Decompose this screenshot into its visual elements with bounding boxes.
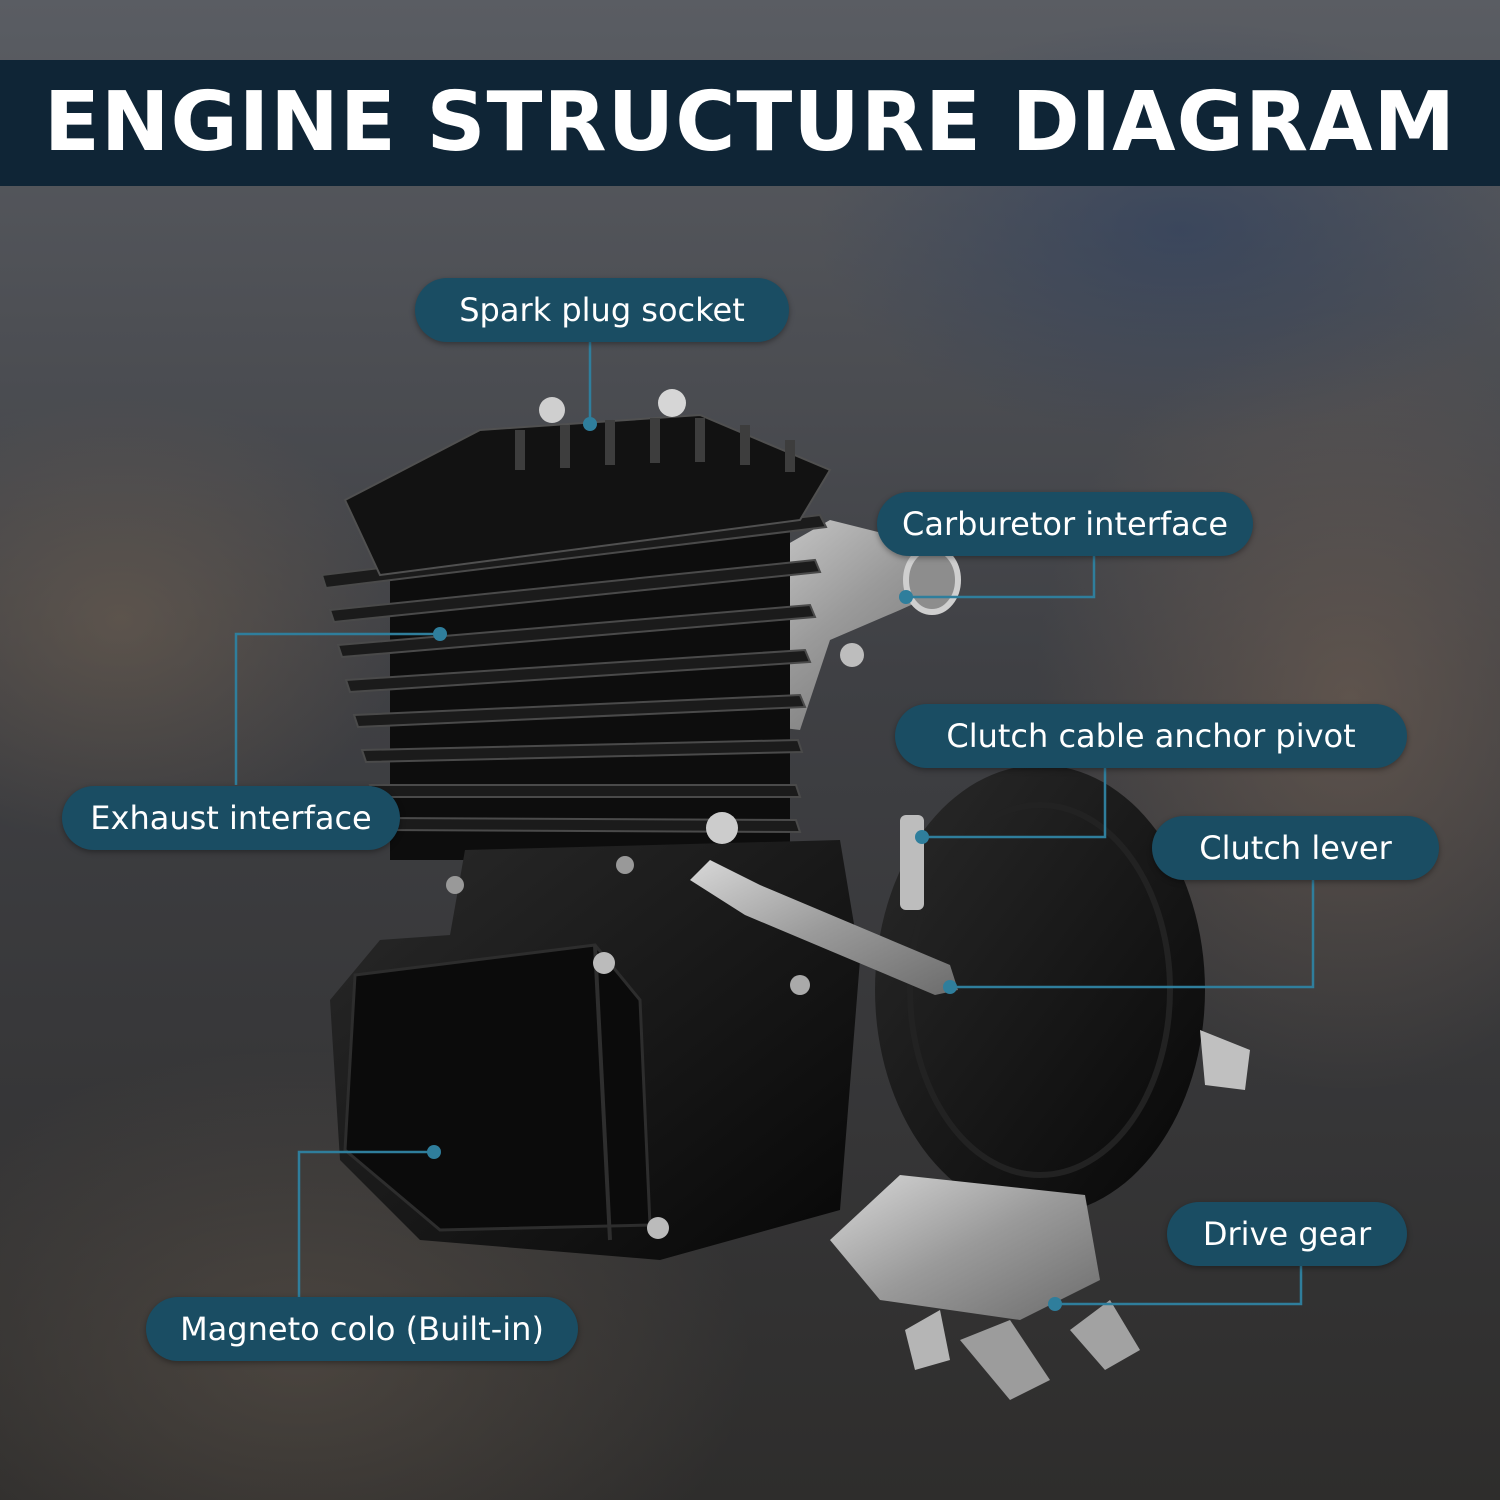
leader-line-magneto [297,1150,434,1298]
leader-line-clutch-lever [950,880,1315,989]
intake-bolt [840,643,864,667]
leader-line-carburetor [906,556,1096,599]
cover-screw [593,952,615,974]
cover-seam [593,944,612,1241]
title-bar: ENGINE STRUCTURE DIAGRAM [0,60,1500,186]
dot-drive-gear [1048,1297,1062,1311]
dot-magneto [427,1145,441,1159]
leader-dots [427,417,1062,1311]
mount-stud [960,1320,1050,1400]
dot-carburetor [899,590,913,604]
cover-screw [616,856,634,874]
label-magneto-coil: Magneto colo (Built-in) [146,1297,578,1361]
label-carburetor-interface: Carburetor interface [877,492,1253,556]
cylinder-head [343,413,832,577]
mount-stud [1070,1300,1140,1370]
label-spark-plug-socket: Spark plug socket [415,278,789,342]
dot-clutch-cable [915,830,929,844]
leader-lines [234,340,1315,1306]
carburetor-intake-opening [903,545,961,615]
cover-screw [446,876,464,894]
dot-clutch-lever [943,980,957,994]
clutch-cable-bolt [900,815,924,910]
lever-nut [706,812,738,844]
magneto-cover [343,943,652,1232]
dot-exhaust [433,627,447,641]
leader-line-exhaust [234,632,440,785]
dot-spark-plug [583,417,597,431]
clutch-housing-rim [907,802,1173,1178]
leader-line-clutch-cable [922,767,1107,839]
head-nut [658,389,686,417]
label-exhaust-interface: Exhaust interface [62,786,400,850]
label-drive-gear: Drive gear [1167,1202,1407,1266]
label-clutch-lever: Clutch lever [1152,816,1439,880]
clutch-lever-arm [690,860,958,995]
label-clutch-cable-anchor-pivot: Clutch cable anchor pivot [895,704,1407,768]
clutch-housing [875,765,1205,1215]
leader-line-drive-gear [1055,1266,1303,1306]
drive-bracket [1200,1030,1250,1090]
cover-screw [790,975,810,995]
cover-screw [647,1217,669,1239]
page-title: ENGINE STRUCTURE DIAGRAM [43,75,1457,170]
head-nut [539,397,565,423]
head-fins [515,418,795,472]
mounting-clamp [830,1175,1100,1320]
mount-stud [905,1310,950,1370]
